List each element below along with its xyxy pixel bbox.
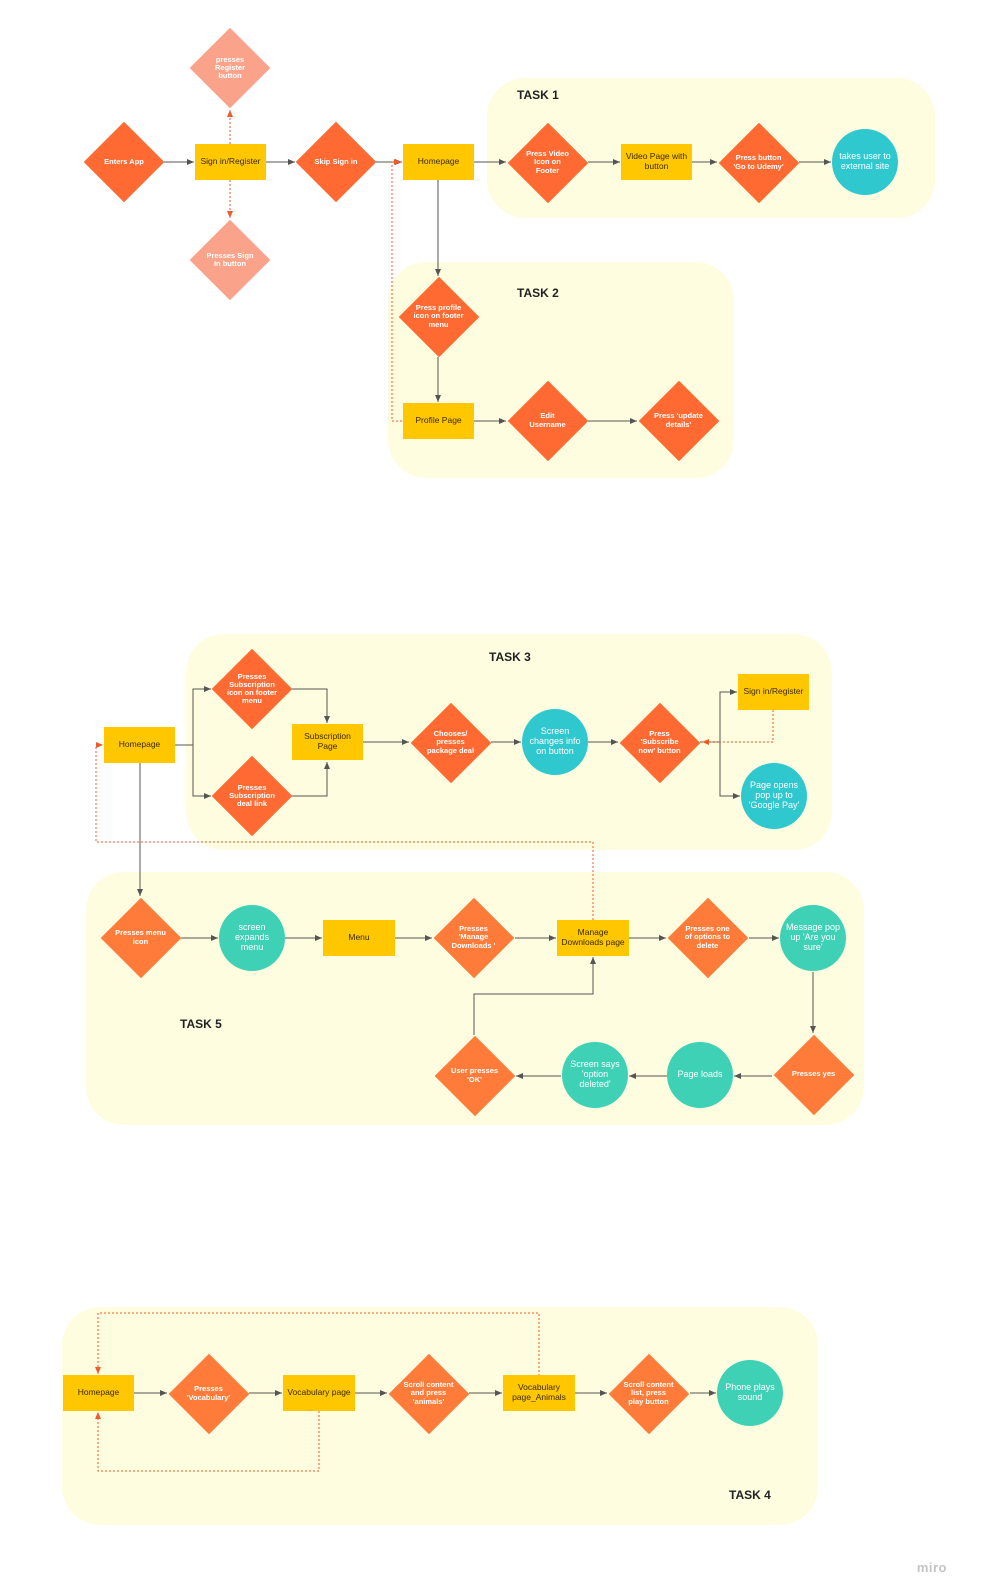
presses-vocabulary-node[interactable]: Presses 'Vocabulary' xyxy=(168,1353,249,1434)
enters-app-node[interactable]: Enters App xyxy=(83,121,165,203)
presses-subscription-deal-node[interactable]: Presses Subscription deal link xyxy=(211,755,293,837)
node-label: Enters App xyxy=(104,156,144,166)
node-label: Press profile icon on footer menu xyxy=(413,303,464,329)
task3-label: TASK 3 xyxy=(489,650,531,664)
page-loads-node[interactable]: Page loads xyxy=(667,1042,733,1108)
task1-label: TASK 1 xyxy=(517,88,559,102)
page-opens-google-pay-node[interactable]: Page opens pop up to 'Google Pay' xyxy=(741,763,807,829)
node-label: Scroll content and press 'animals' xyxy=(403,1380,454,1406)
takes-user-external-node[interactable]: takes user to external site xyxy=(832,129,898,195)
presses-register-node[interactable]: presses Register button xyxy=(189,27,271,109)
screen-changes-info-node[interactable]: Screen changes info on button xyxy=(522,709,588,775)
node-label: Manage Downloads page xyxy=(561,927,625,947)
node-label: Presses yes xyxy=(791,1069,836,1079)
node-label: Press 'update details' xyxy=(654,411,703,429)
node-label: Menu xyxy=(348,932,370,943)
node-label: Presses Subscription icon on footer menu xyxy=(227,671,277,706)
node-label: Screen says 'option deleted' xyxy=(570,1059,620,1089)
node-label: Press Video Icon on Footer xyxy=(526,149,569,175)
node-label: Homepage xyxy=(118,739,161,750)
miro-watermark: miro xyxy=(916,1560,947,1575)
profile-page-node[interactable]: Profile Page xyxy=(403,403,474,439)
chooses-package-node[interactable]: Chooses/ presses package deal xyxy=(410,702,491,783)
presses-manage-downloads-node[interactable]: Presses 'Manage Downloads ' xyxy=(433,897,514,978)
node-label: Video Page with button xyxy=(625,151,688,171)
skip-sign-in-node[interactable]: Skip Sign in xyxy=(295,121,377,203)
node-label: Page loads xyxy=(677,1069,723,1080)
node-label: screen expands menu xyxy=(234,922,270,952)
node-label: Profile Page xyxy=(415,415,462,426)
manage-downloads-page-node[interactable]: Manage Downloads page xyxy=(557,920,629,956)
node-label: Presses 'Vocabulary' xyxy=(186,1384,231,1402)
node-label: Sign in/Register xyxy=(200,156,261,167)
vocabulary-page-animals-node[interactable]: Vocabulary page_Animals xyxy=(503,1375,575,1411)
node-label: Homepage xyxy=(77,1387,120,1398)
node-label: Scroll content list, press play button xyxy=(623,1380,674,1406)
homepage-node-3[interactable]: Homepage xyxy=(104,727,175,763)
menu-node[interactable]: Menu xyxy=(323,920,395,956)
phone-plays-sound-node[interactable]: Phone plays sound xyxy=(717,1360,783,1426)
vocabulary-page-node[interactable]: Vocabulary page xyxy=(283,1375,355,1411)
node-label: Sign in/Register xyxy=(743,686,804,697)
node-label: Presses menu icon xyxy=(115,928,166,946)
node-label: presses Register button xyxy=(214,54,245,81)
node-label: Press 'Subscribe now' button xyxy=(638,729,681,755)
node-label: Homepage xyxy=(417,156,460,167)
user-presses-ok-node[interactable]: User presses 'OK' xyxy=(434,1035,515,1116)
node-label: Subscription Page xyxy=(304,731,351,751)
press-update-details-node[interactable]: Press 'update details' xyxy=(638,380,719,461)
presses-sign-in-node[interactable]: Presses Sign In button xyxy=(189,219,271,301)
subscription-page-node[interactable]: Subscription Page xyxy=(292,724,363,760)
homepage-node-4[interactable]: Homepage xyxy=(63,1375,134,1411)
node-label: Chooses/ presses package deal xyxy=(426,729,475,755)
presses-menu-icon-node[interactable]: Presses menu icon xyxy=(100,897,181,978)
homepage-node-1[interactable]: Homepage xyxy=(403,144,474,180)
press-subscribe-now-node[interactable]: Press 'Subscribe now' button xyxy=(619,702,700,783)
presses-subscription-icon-node[interactable]: Presses Subscription icon on footer menu xyxy=(211,648,293,730)
node-label: User presses 'OK' xyxy=(450,1066,499,1084)
task2-label: TASK 2 xyxy=(517,286,559,300)
message-pop-up-node[interactable]: Message pop up 'Are you sure' xyxy=(780,905,846,971)
task5-label: TASK 5 xyxy=(180,1017,222,1031)
scroll-press-animals-node[interactable]: Scroll content and press 'animals' xyxy=(388,1353,469,1434)
press-video-icon-node[interactable]: Press Video Icon on Footer xyxy=(507,122,588,203)
edit-username-node[interactable]: Edit Username xyxy=(507,380,588,461)
presses-yes-node[interactable]: Presses yes xyxy=(773,1034,854,1115)
node-label: Presses one of options to delete xyxy=(684,924,731,950)
presses-option-delete-node[interactable]: Presses one of options to delete xyxy=(667,897,748,978)
node-label: Presses Subscription deal link xyxy=(229,782,275,809)
screen-says-deleted-node[interactable]: Screen says 'option deleted' xyxy=(562,1042,628,1108)
node-label: Presses 'Manage Downloads ' xyxy=(451,924,496,950)
node-label: Press button 'Go to Udemy' xyxy=(733,153,784,171)
node-label: Screen changes info on button xyxy=(529,726,581,756)
node-label: Edit Username xyxy=(529,411,566,429)
node-label: Presses Sign In button xyxy=(206,250,254,268)
node-label: Message pop up 'Are you sure' xyxy=(785,922,841,952)
video-page-node[interactable]: Video Page with button xyxy=(621,144,692,180)
sign-in-register-node[interactable]: Sign in/Register xyxy=(195,144,266,180)
sign-in-register-node-3[interactable]: Sign in/Register xyxy=(738,674,809,710)
task4-label: TASK 4 xyxy=(729,1488,771,1502)
scroll-press-play-node[interactable]: Scroll content list, press play button xyxy=(608,1353,689,1434)
node-label: Vocabulary page xyxy=(287,1387,351,1398)
screen-expands-menu-node[interactable]: screen expands menu xyxy=(219,905,285,971)
node-label: Page opens pop up to 'Google Pay' xyxy=(748,780,800,810)
node-label: Phone plays sound xyxy=(725,1382,775,1402)
node-label: Vocabulary page_Animals xyxy=(512,1382,566,1402)
node-label: Skip Sign in xyxy=(314,156,358,166)
node-label: takes user to external site xyxy=(839,151,891,171)
press-profile-icon-node[interactable]: Press profile icon on footer menu xyxy=(398,276,479,357)
press-go-udemy-node[interactable]: Press button 'Go to Udemy' xyxy=(718,122,799,203)
